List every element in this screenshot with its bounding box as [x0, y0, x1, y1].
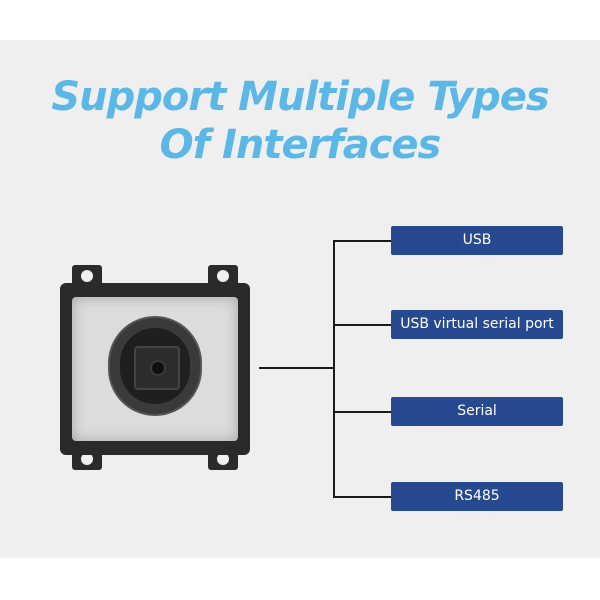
- lens-ring: [110, 318, 200, 414]
- interface-label-usb-virtual-serial-port: USB virtual serial port: [391, 310, 563, 339]
- interface-label-usb: USB: [391, 226, 563, 255]
- connector-line-vertical: [333, 240, 335, 498]
- connector-branch-rs485: [333, 496, 391, 498]
- connector-line-main: [259, 367, 335, 369]
- screw-hole: [217, 270, 229, 282]
- connector-branch-usb: [333, 240, 391, 242]
- screw-hole: [217, 453, 229, 465]
- interface-label-serial: Serial: [391, 397, 563, 426]
- headline-line-1: Support Multiple Types: [51, 74, 549, 120]
- connector-branch-virtual-serial: [333, 324, 391, 326]
- screw-hole: [81, 270, 93, 282]
- interface-label-rs485: RS485: [391, 482, 563, 511]
- camera-sensor: [134, 346, 180, 390]
- headline-line-2: Of Interfaces: [159, 122, 442, 168]
- scanner-module-image: [60, 265, 250, 470]
- scanner-window: [72, 297, 238, 441]
- camera-lens-icon: [152, 362, 164, 374]
- screw-hole: [81, 453, 93, 465]
- connector-branch-serial: [333, 411, 391, 413]
- scanner-body: [60, 283, 250, 455]
- headline: Support Multiple Types Of Interfaces: [0, 73, 600, 169]
- lens-housing: [120, 328, 190, 404]
